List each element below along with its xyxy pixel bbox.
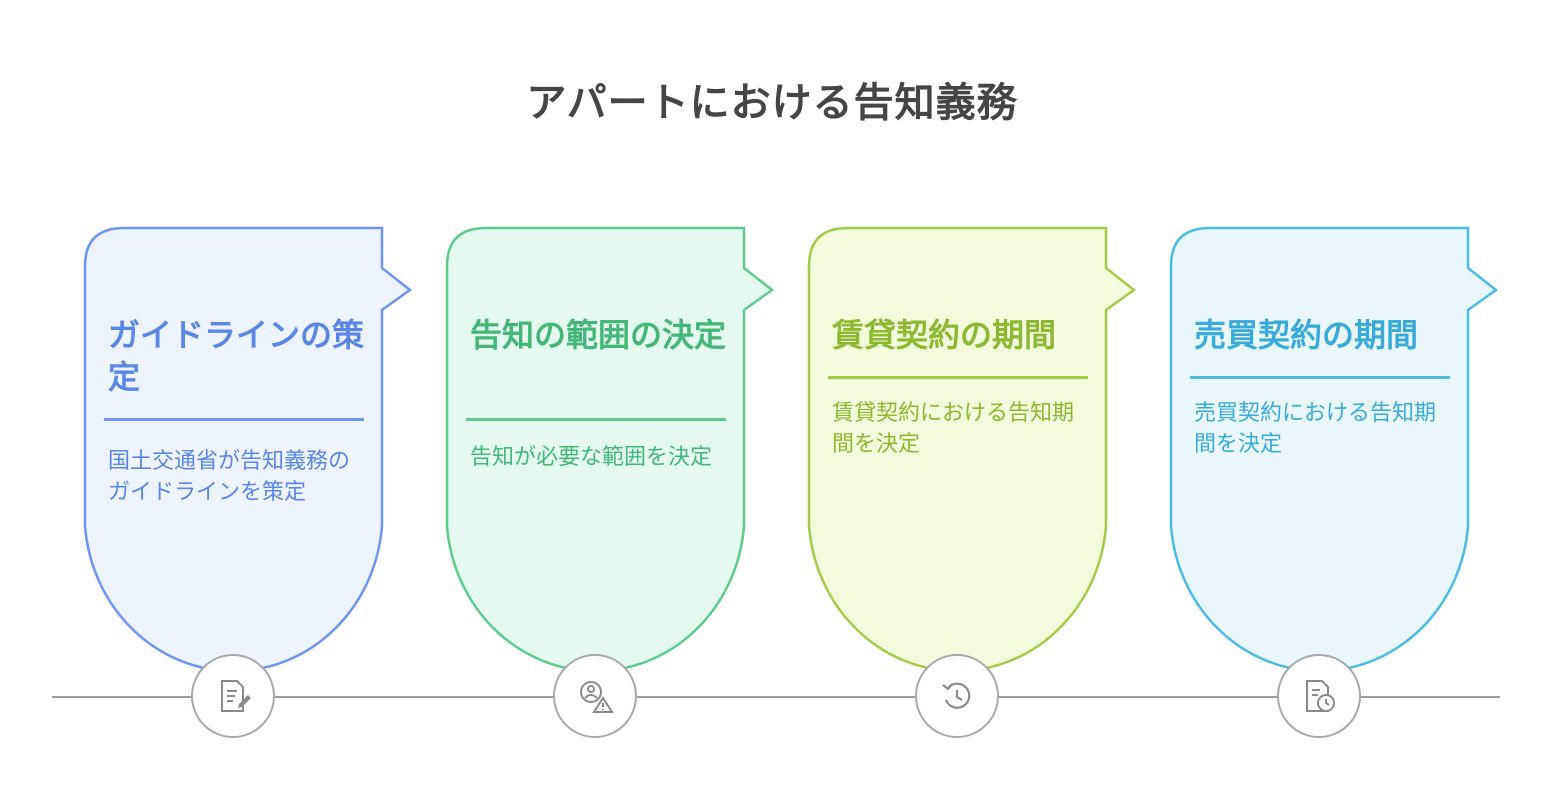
step-card-rental-period: 賃貸契約の期間 賃貸契約における告知期間を決定 <box>807 226 1138 686</box>
step-title: 告知の範囲の決定 <box>470 316 727 354</box>
timeline-line <box>52 696 1500 698</box>
step-card-sale-period: 売買契約の期間 売買契約における告知期間を決定 <box>1169 226 1500 686</box>
step-divider <box>828 376 1088 379</box>
document-time-icon <box>1306 680 1335 712</box>
step-description: 賃貸契約における告知期間を決定 <box>832 401 1075 457</box>
document-edit-icon <box>221 680 251 712</box>
step-description: 売買契約における告知期間を決定 <box>1194 401 1437 457</box>
step-divider <box>104 418 364 421</box>
timeline-node-2 <box>553 654 637 738</box>
timeline-node-1 <box>191 654 275 738</box>
step-divider <box>1190 376 1450 379</box>
page-title: アパートにおける告知義務 <box>526 80 1018 126</box>
card-shape <box>445 226 775 673</box>
step-divider <box>466 418 726 421</box>
step-card-guideline: ガイドラインの策定 国土交通省が告知義務のガイドラインを策定 <box>83 226 414 686</box>
step-description: 国土交通省が告知義務のガイドラインを策定 <box>108 449 351 505</box>
step-title: ガイドラインの策定 <box>108 316 365 396</box>
step-title: 賃貸契約の期間 <box>832 316 1057 354</box>
rotate-history-icon <box>942 682 971 709</box>
step-title: 売買契約の期間 <box>1194 316 1419 354</box>
step-description: 告知が必要な範囲を決定 <box>470 445 713 470</box>
card-shape <box>807 226 1137 673</box>
card-shape <box>1169 226 1499 673</box>
timeline-node-3 <box>915 654 999 738</box>
step-card-scope: 告知の範囲の決定 告知が必要な範囲を決定 <box>445 226 776 686</box>
card-shape <box>83 226 413 673</box>
timeline-node-4 <box>1277 654 1361 738</box>
person-warning-icon <box>580 681 614 713</box>
